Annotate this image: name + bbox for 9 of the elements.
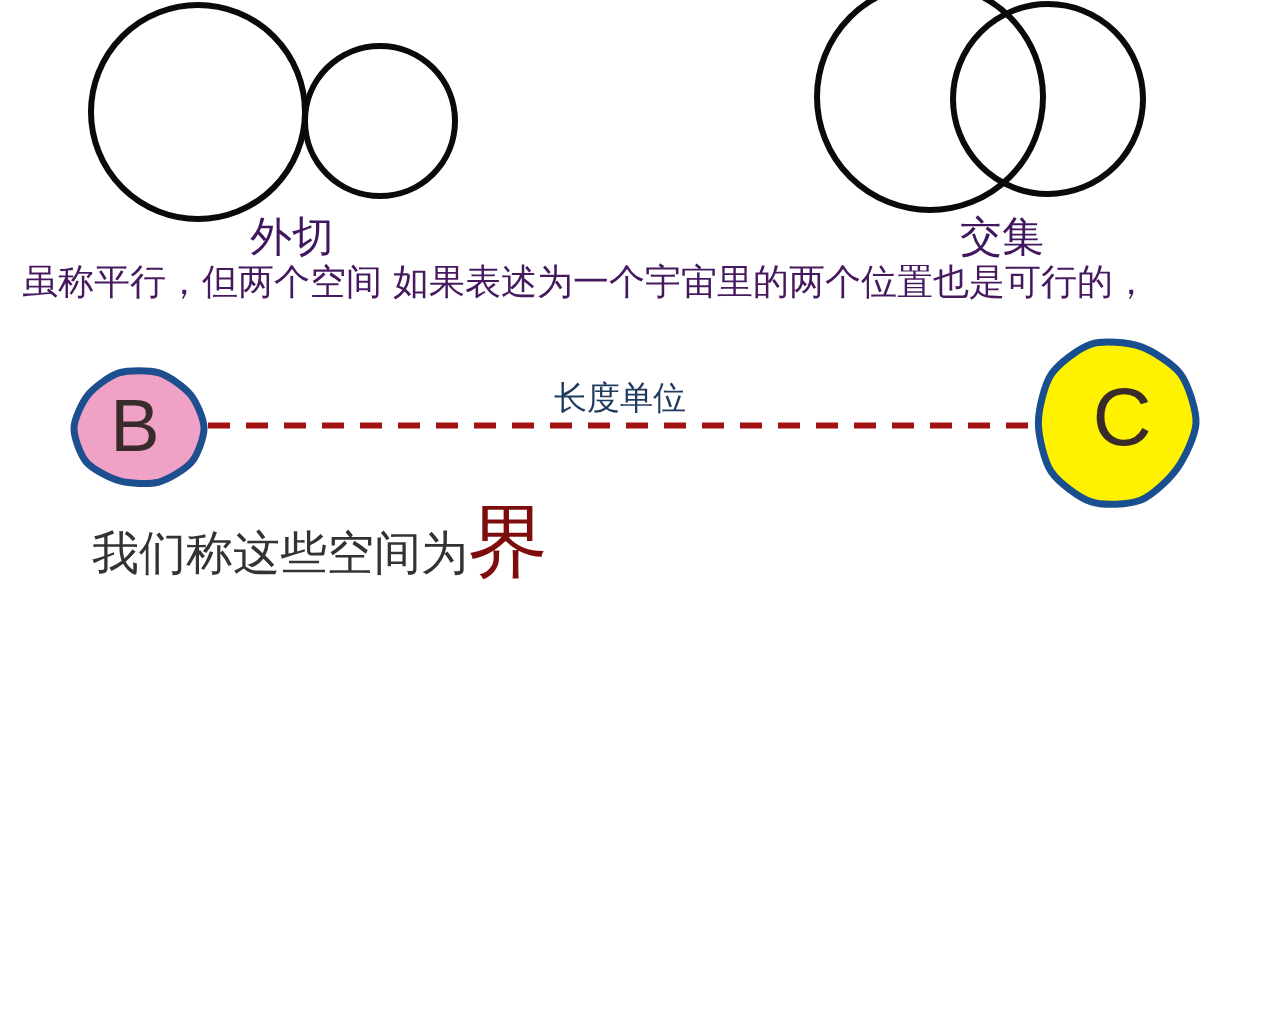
circle-node bbox=[1032, 336, 1200, 510]
narration-text: 我们称这些空间为界 bbox=[92, 502, 548, 582]
caption-text: 交集 bbox=[960, 214, 1044, 261]
caption-text: 外切 bbox=[250, 214, 334, 261]
node-letter: C bbox=[1092, 376, 1152, 458]
node-letter: B bbox=[110, 389, 160, 463]
edge-label: 长度单位 bbox=[554, 379, 686, 416]
circle-node bbox=[70, 366, 208, 490]
narration-text: 虽称平行，但两个空间 如果表述为一个宇宙里的两个位置也是可行的， bbox=[22, 262, 1150, 302]
